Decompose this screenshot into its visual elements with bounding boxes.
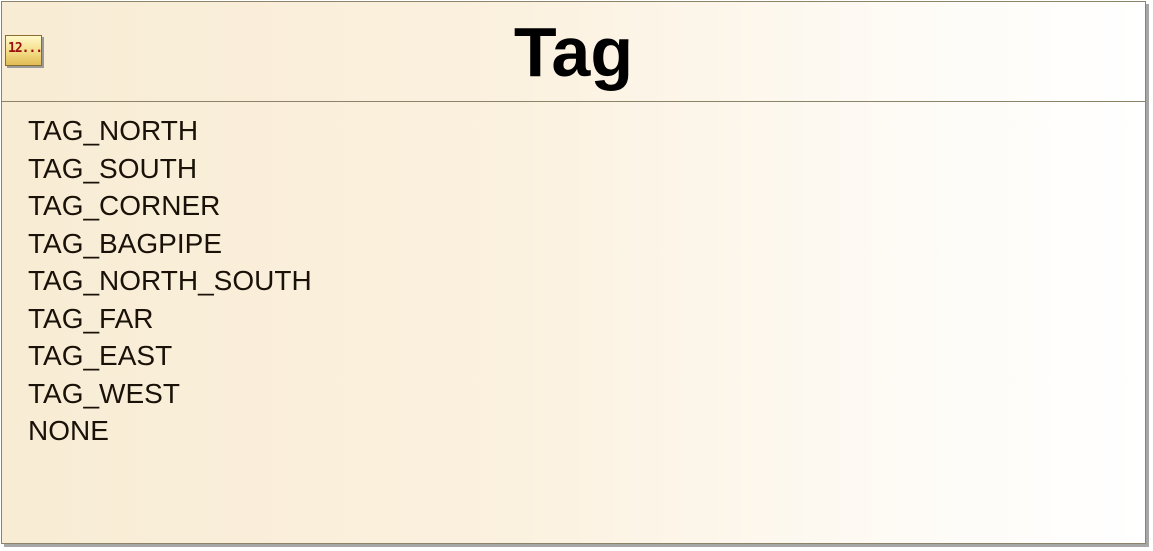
enumeration-header: 12... Tag: [2, 2, 1145, 102]
literal-item: TAG_NORTH: [28, 115, 199, 146]
enumeration-icon-label: 12...: [8, 41, 43, 56]
enumeration-box[interactable]: 12... Tag TAG_NORTH TAG_SOUTH TAG_CORNER…: [1, 1, 1146, 544]
literal-item: TAG_SOUTH: [28, 152, 198, 184]
literal-item: TAG_CORNER: [28, 190, 221, 221]
enumeration-name: Tag: [513, 13, 634, 91]
literal-item: TAG_BAGPIPE: [28, 227, 222, 259]
literal-item: TAG_EAST: [28, 340, 173, 371]
literal-item: NONE: [28, 415, 109, 446]
literal-list: TAG_NORTH TAG_SOUTH TAG_CORNER TAG_BAGPI…: [28, 112, 312, 450]
enumeration-icon: 12...: [5, 35, 43, 66]
literal-item: TAG_FAR: [28, 302, 154, 334]
literal-item: TAG_WEST: [28, 377, 180, 409]
literal-item: TAG_NORTH_SOUTH: [28, 265, 312, 296]
